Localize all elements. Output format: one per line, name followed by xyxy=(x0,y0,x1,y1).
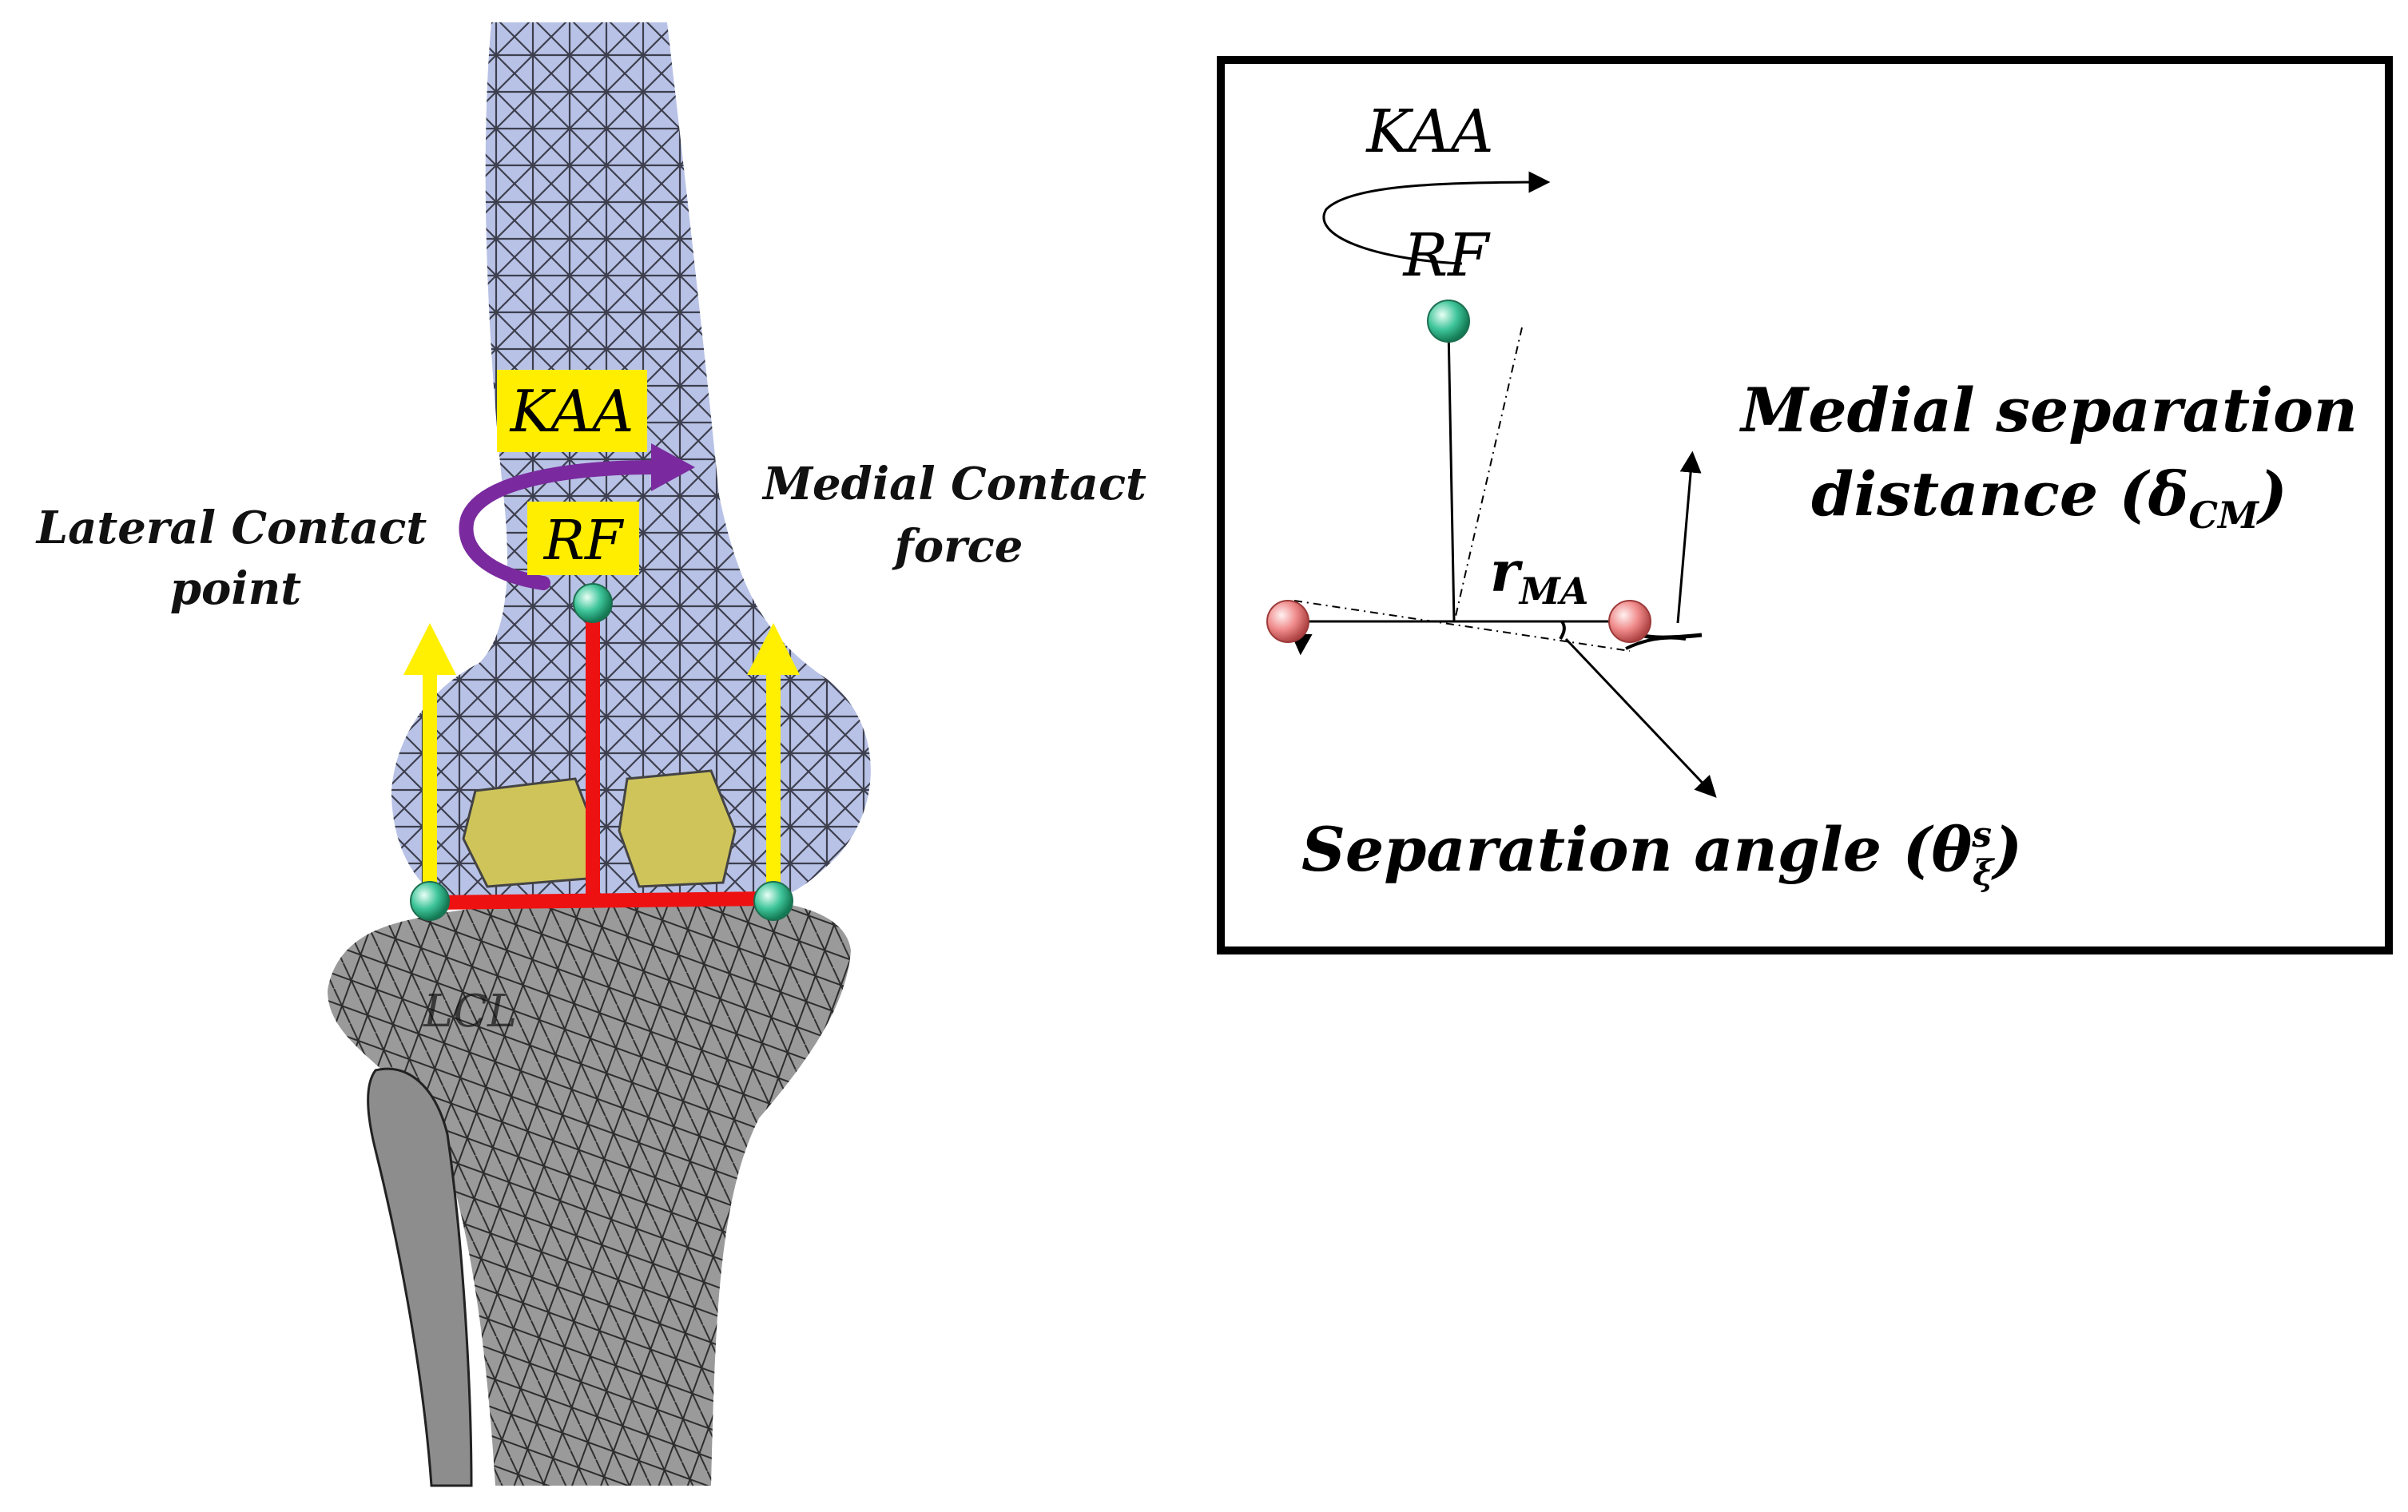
rf-label-box: RF xyxy=(527,502,639,575)
lateral-label-line1: Lateral Contact xyxy=(35,502,427,554)
r-subscript: MA xyxy=(1518,569,1589,613)
lcl-label: LCL xyxy=(423,986,517,1038)
medial-contact-marker xyxy=(754,882,793,920)
knee-kaa-label: KAA xyxy=(509,378,634,445)
lateral-label-line2: point xyxy=(170,562,301,615)
inset-rf-label: RF xyxy=(1401,221,1491,290)
medial-separation-line1: Medial separation xyxy=(1738,375,2358,446)
r-symbol: r xyxy=(1490,538,1524,605)
inset-rf-marker xyxy=(1428,300,1469,342)
inset-schematic: KAA RF rMA Medial separation distance (δ… xyxy=(1221,60,2389,950)
knee-model: KAA RF LCL Lateral Contact point Medial … xyxy=(35,22,1146,1486)
rf-marker xyxy=(574,584,612,622)
inset-lateral-marker xyxy=(1267,601,1309,642)
medial-label-line1: Medial Contact xyxy=(761,458,1146,510)
knee-rf-label: RF xyxy=(542,510,625,573)
medial-label-line2: force xyxy=(892,520,1023,573)
tibia xyxy=(328,898,851,1486)
inset-kaa-label: KAA xyxy=(1365,97,1493,166)
lateral-contact-marker xyxy=(411,882,449,920)
kaa-label-box: KAA xyxy=(497,370,647,452)
inset-medial-marker xyxy=(1609,601,1651,642)
